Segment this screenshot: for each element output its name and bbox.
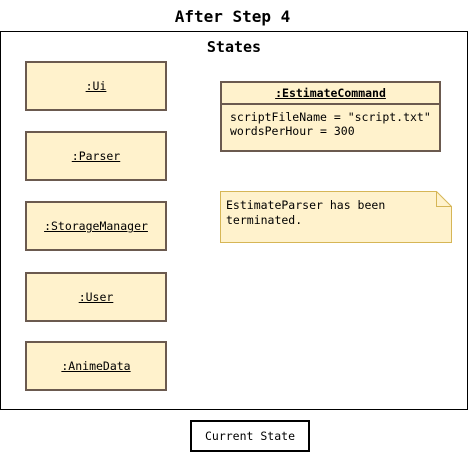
storage-manager-object: :StorageManager	[25, 201, 167, 251]
note-line-2: terminated.	[226, 213, 303, 227]
note-text: EstimateParser has been terminated.	[226, 198, 431, 228]
states-frame: States :Ui :Parser :StorageManager :User…	[0, 31, 468, 410]
estimate-command-object: :EstimateCommand scriptFileName = "scrip…	[220, 81, 441, 152]
anime-data-object: :AnimeData	[25, 341, 167, 391]
ui-object: :Ui	[25, 61, 167, 111]
parser-object: :Parser	[25, 131, 167, 181]
diagram-title: After Step 4	[174, 7, 291, 26]
note-shape	[220, 191, 452, 243]
states-label: States	[206, 38, 262, 56]
estimate-command-attributes: scriptFileName = "script.txt" wordsPerHo…	[222, 105, 439, 138]
attribute-words-per-hour: wordsPerHour = 300	[230, 124, 355, 138]
termination-note: EstimateParser has been terminated.	[220, 191, 452, 243]
estimate-command-name: :EstimateCommand	[222, 83, 439, 105]
current-state-legend: Current State	[190, 420, 310, 452]
note-line-1: EstimateParser has been	[226, 198, 386, 212]
attribute-script-file-name: scriptFileName = "script.txt"	[230, 110, 431, 124]
user-object: :User	[25, 272, 167, 322]
